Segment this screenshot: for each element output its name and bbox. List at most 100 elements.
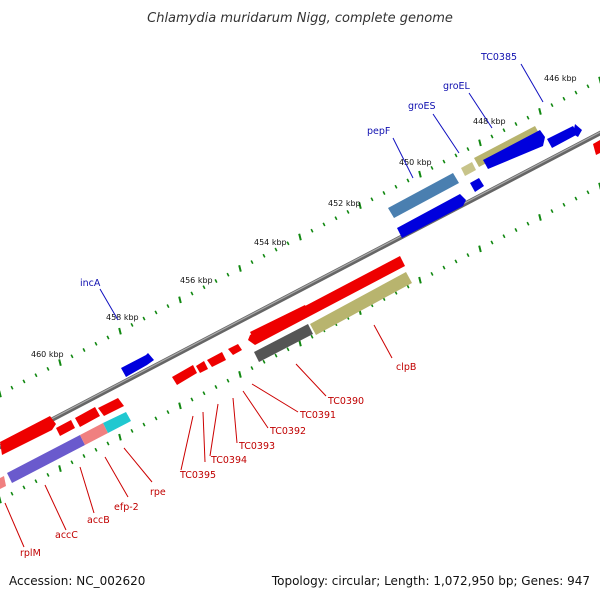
gene-label-tc0385[interactable]: TC0385 — [480, 52, 517, 63]
kbp-tick-mark — [406, 178, 410, 183]
kbp-tick-mark — [106, 335, 110, 340]
kbp-tick-mark — [310, 228, 314, 233]
gene-arrow-accb-red[interactable] — [98, 398, 124, 416]
gene-label-tc0394[interactable]: TC0394 — [210, 455, 247, 466]
gene-label-accc[interactable]: accC — [55, 530, 78, 541]
gene-arrow-rpe[interactable] — [56, 420, 75, 436]
gene-arrow-edge[interactable] — [593, 140, 600, 155]
gene-label-inca[interactable]: incA — [80, 278, 101, 289]
kbp-tick-mark — [58, 359, 62, 367]
kbp-tick-mark — [130, 322, 134, 327]
kbp-tick-mark — [490, 134, 494, 139]
gene-label-rplm[interactable]: rplM — [20, 548, 41, 559]
gene-arrow-tc0393[interactable] — [196, 361, 208, 373]
gene-label-tc0393[interactable]: TC0393 — [238, 441, 275, 452]
inner-tick-mark — [418, 276, 422, 284]
gene-arrow-efp2-cyan[interactable] — [103, 412, 131, 433]
gene-label-tc0395[interactable]: TC0395 — [179, 470, 216, 481]
kbp-tick-mark — [142, 316, 146, 321]
inner-tick-mark — [526, 221, 530, 226]
gene-arrow-blue-1[interactable] — [483, 130, 545, 169]
kbp-tick-mark — [250, 260, 254, 265]
gene-arrow-tc0390[interactable] — [250, 305, 310, 342]
inner-tick-mark — [250, 366, 254, 371]
gene-arrow-groes[interactable] — [461, 162, 476, 176]
gene-arrow-tc0391[interactable] — [228, 344, 242, 355]
kbp-tick-mark — [358, 202, 362, 210]
inner-tick-mark — [0, 496, 2, 504]
kbp-tick-mark — [70, 354, 74, 359]
kbp-tick-mark — [166, 304, 170, 309]
inner-tick-mark — [58, 465, 62, 473]
gene-label-tc0391[interactable]: TC0391 — [299, 410, 336, 421]
genome-summary-text: Topology: circular; Length: 1,072,950 bp… — [271, 574, 590, 588]
gene-label-groes[interactable]: groES — [408, 101, 436, 112]
gene-arrow-inca[interactable] — [121, 353, 154, 377]
forward-gene-labels: TC0385 groEL groES pepF incA — [80, 52, 544, 321]
gene-label-rpe[interactable]: rpe — [150, 487, 166, 498]
gene-arrow-tc0385[interactable] — [547, 126, 578, 148]
kbp-tick-mark — [238, 264, 242, 272]
inner-tick-mark — [562, 202, 566, 207]
inner-tick-mark — [154, 416, 158, 421]
kbp-tick-mark — [454, 153, 458, 158]
gene-label-clpb[interactable]: clpB — [396, 362, 416, 373]
kbp-tick-mark — [214, 279, 218, 283]
gene-label-groel[interactable]: groEL — [443, 81, 471, 92]
kbp-label-458: 458 kbp — [106, 313, 139, 322]
gene-arrow-tc0392[interactable] — [207, 352, 226, 367]
gene-label-pepf[interactable]: pepF — [367, 126, 390, 137]
gene-label-accb[interactable]: accB — [87, 515, 110, 526]
kbp-tick-mark — [394, 184, 398, 189]
gene-arrow-blue-3[interactable] — [397, 194, 466, 238]
gene-arrow-tc0390-gray[interactable] — [254, 324, 313, 362]
kbp-tick-mark — [466, 147, 470, 152]
inner-tick-mark — [82, 454, 86, 458]
kbp-tick-mark — [154, 310, 158, 315]
kbp-tick-mark — [190, 291, 194, 296]
reverse-gene-labels: clpB TC0390 TC0391 TC0392 TC0393 TC0394 … — [4, 324, 416, 559]
inner-tick-mark — [22, 485, 26, 490]
gene-arrow-accb[interactable] — [80, 423, 108, 445]
gene-arrow-blue-2[interactable] — [470, 178, 484, 192]
inner-tick-mark — [262, 359, 266, 364]
inner-tick-mark — [502, 234, 506, 239]
kbp-tick-mark — [226, 272, 230, 277]
kbp-tick-mark — [478, 139, 482, 147]
accession-text: Accession: NC_002620 — [9, 574, 146, 588]
inner-tick-mark — [34, 479, 38, 484]
gene-arrow-efp2[interactable] — [75, 407, 100, 427]
inner-tick-mark — [430, 271, 434, 276]
kbp-tick-mark — [370, 197, 374, 202]
kbp-tick-mark — [286, 241, 290, 246]
inner-tick-mark — [310, 334, 314, 339]
inner-tick-mark — [142, 422, 146, 427]
gene-arrow-clpb[interactable] — [310, 272, 412, 335]
kbp-tick-mark — [46, 366, 50, 371]
kbp-tick-mark — [586, 84, 590, 89]
gene-arrow-rplm[interactable] — [0, 476, 6, 489]
inner-tick-mark — [190, 397, 194, 402]
gene-label-tc0390[interactable]: TC0390 — [327, 396, 364, 407]
gene-label-tc0392[interactable]: TC0392 — [269, 426, 306, 437]
kbp-tick-track-outer — [0, 76, 600, 398]
gene-arrow-tc0394[interactable] — [172, 365, 197, 385]
gene-arrow-tc0395[interactable] — [0, 416, 56, 455]
inner-tick-mark — [70, 460, 74, 465]
kbp-label-452: 452 kbp — [328, 199, 361, 208]
inner-tick-mark — [46, 472, 50, 477]
kbp-tick-mark — [574, 90, 578, 95]
reverse-strand-features — [0, 256, 412, 489]
kbp-label-446: 446 kbp — [544, 74, 577, 83]
inner-tick-mark — [454, 259, 458, 264]
gene-label-efp2[interactable]: efp-2 — [114, 502, 139, 513]
gene-arrow-pepf[interactable] — [388, 173, 459, 218]
kbp-tick-mark — [298, 233, 302, 241]
inner-tick-mark — [214, 385, 218, 389]
kbp-tick-mark — [10, 385, 14, 390]
inner-tick-mark — [478, 245, 482, 253]
gene-arrow-accc[interactable] — [7, 435, 85, 483]
kbp-tick-mark — [346, 209, 350, 214]
inner-tick-mark — [166, 410, 170, 415]
